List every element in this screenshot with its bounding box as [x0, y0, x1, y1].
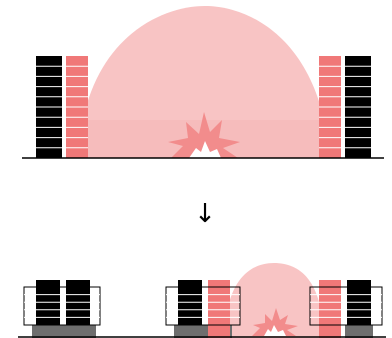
bottom-right-frame	[309, 286, 383, 326]
bottom-left-frame	[23, 286, 101, 326]
top-panel	[22, 6, 384, 159]
bottom-middle-unit	[165, 280, 241, 338]
bottom-right-unit	[309, 280, 383, 338]
top-left-stack	[36, 56, 88, 158]
bottom-middle-block-red	[208, 280, 230, 338]
top-right-stack-separators	[319, 65, 371, 149]
explosion-burst-icon	[168, 112, 240, 158]
bottom-panel	[18, 263, 386, 338]
bottom-right-base	[345, 325, 373, 338]
explosion-burst-icon	[252, 308, 298, 336]
bottom-middle-frame	[165, 286, 241, 326]
bottom-left-base	[32, 325, 96, 338]
bottom-middle-separators	[166, 294, 240, 318]
bottom-right-separators	[310, 294, 382, 318]
down-arrow-icon: ↓	[194, 199, 216, 229]
bottom-dome	[224, 263, 324, 338]
top-right-stack	[319, 56, 371, 158]
bottom-left-unit	[23, 280, 101, 338]
top-left-stack-separators	[36, 65, 88, 149]
bottom-left-separators	[24, 294, 100, 318]
bottom-right-block-red	[319, 280, 341, 338]
